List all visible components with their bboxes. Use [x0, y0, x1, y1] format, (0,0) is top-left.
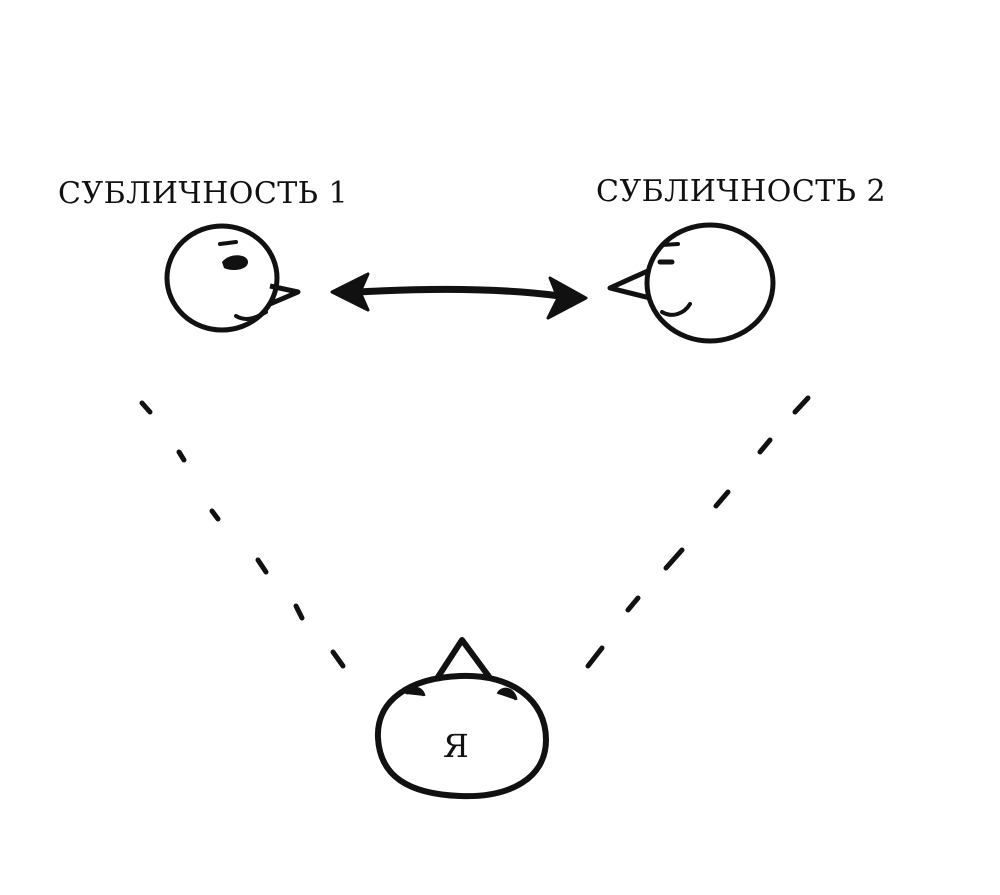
- dashed-link-right: [585, 395, 811, 669]
- subpersonality-2-head: [607, 222, 776, 344]
- dashed-link-left: [139, 400, 346, 669]
- arrowhead-left-icon: [330, 272, 370, 312]
- self-head: [374, 637, 550, 800]
- subpersonality-1-label: СУБЛИЧНОСТЬ 1: [58, 176, 349, 211]
- subpersonality-1-eye-icon: [222, 255, 248, 270]
- self-label: Я: [443, 727, 470, 765]
- subpersonality-1-head: [164, 223, 301, 333]
- interaction-arrow: [330, 272, 588, 320]
- subpersonality-2-label: СУБЛИЧНОСТЬ 2: [596, 174, 887, 209]
- arrowhead-right-icon: [546, 276, 588, 320]
